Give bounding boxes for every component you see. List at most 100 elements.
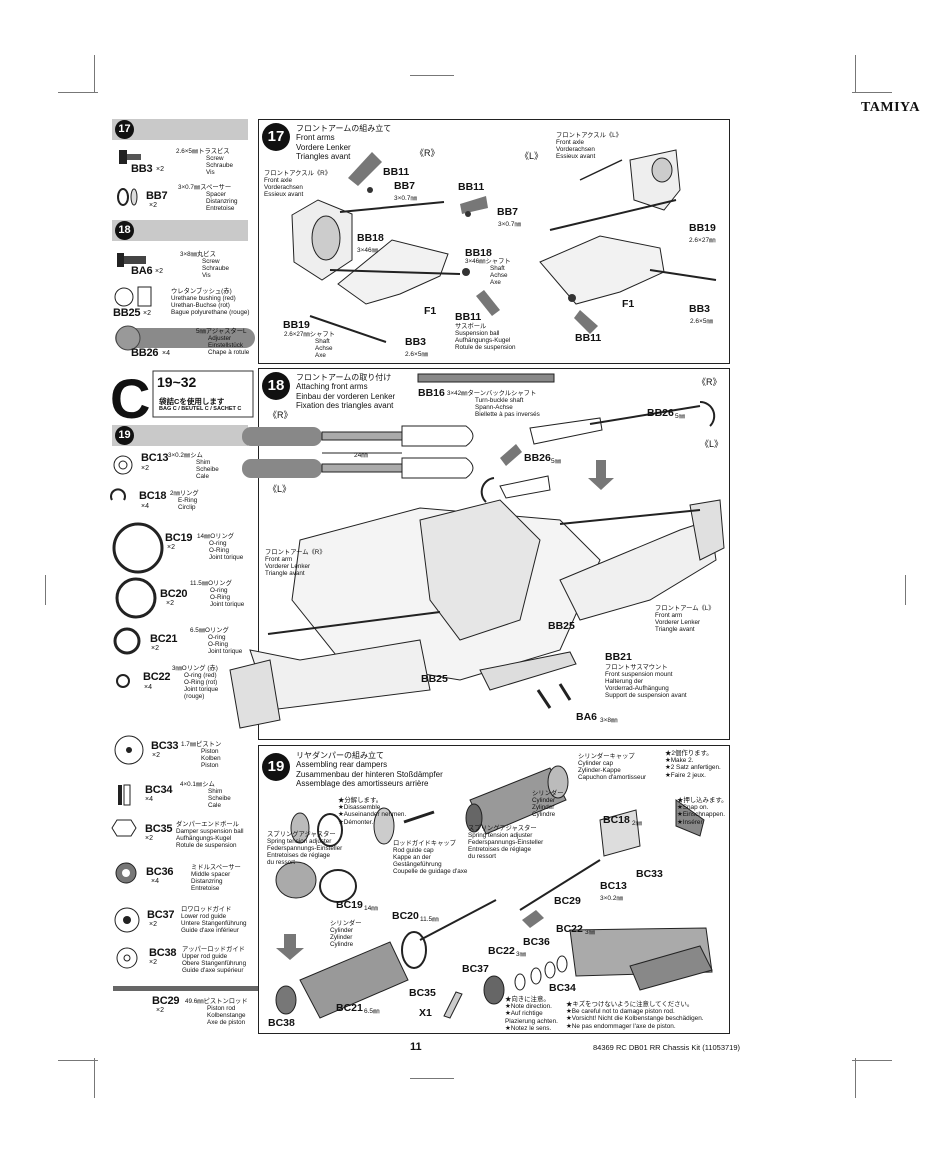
bc22-desc: 3㎜Oリング (赤)O-ring (red)O-Ring (rot)Joint … [172,665,219,700]
crop-mark [410,75,454,76]
bc13-code: BC13 [141,452,169,464]
ba6-qty: ×2 [155,268,163,275]
p19-bc19: BC19 [336,899,363,911]
p19-bc22b: BC22 [488,945,515,957]
bc33-qty: ×2 [152,752,160,759]
bag-c-en: BAG C / BEUTEL C / SACHET C [159,406,242,412]
crop-mark [94,1058,95,1098]
bc34-qty: ×4 [145,796,153,803]
p19-bc13: BC13 [600,880,627,892]
p17-bb19-b: BB19 [689,222,716,234]
p19-x1: X1 [419,1007,432,1019]
panel-18-badge: 18 [262,372,290,400]
bc35-qty: ×2 [145,835,153,842]
bc19-code: BC19 [165,532,193,544]
bc21-code: BC21 [150,633,178,645]
svg-text:C: C [110,367,150,430]
bb25-code: BB25 [113,307,141,319]
bc22-code: BC22 [143,671,171,683]
bc21-qty: ×2 [151,645,159,652]
crop-mark [855,55,856,93]
step-19-header [112,425,248,446]
p18-bb26-b: BB26 [524,452,551,464]
ba6-code: BA6 [131,265,153,277]
bc34-code: BC34 [145,784,173,796]
p19-snap: ★押し込みます。★Snap on.★Einschnappen.★Insérer. [677,797,728,826]
bc37-qty: ×2 [149,921,157,928]
p19-careful: ★キズをつけないように注意してください。★Be careful not to d… [566,1001,704,1030]
p17-bb3-b-dim: 2.6×5㎜ [690,318,713,325]
crop-mark [905,575,906,605]
p18-bb26-b-dim: 5㎜ [551,458,562,465]
crop-mark [58,1060,98,1061]
p18-dim-24: 24㎜ [354,452,368,459]
bb7-qty: ×2 [149,202,157,209]
bc22-qty: ×4 [144,684,152,691]
p18-ba6-code: BA6 [576,711,598,723]
p19-bc35: BC35 [409,987,436,999]
bb25-desc: ウレタンブッシュ(赤)Urethane bushing (red)Urethan… [171,288,250,316]
step-17-header [112,119,248,140]
bc18-code: BC18 [139,490,167,502]
bag-c-jp: 袋詰Cを使用します [159,397,225,406]
bc20-code: BC20 [160,588,188,600]
brand-logo: TAMIYA [860,100,920,115]
bb25-qty: ×2 [143,310,151,317]
p18-bb26-a: BB26 [647,407,674,419]
bag-c-range: 19~32 [157,374,197,390]
p17-bb19-b-dim: 2.6×27㎜ [689,237,716,244]
p18-r-mark-b: 《R》 [268,410,293,420]
p19-bc18: BC18 [603,814,630,826]
p18-l-mark-a: 《L》 [700,439,724,449]
bb3-qty: ×2 [156,166,164,173]
p19-bc38: BC38 [268,1017,295,1029]
crop-mark [410,1078,454,1079]
crop-mark [45,575,46,605]
p17-bb18-a-dim: 3×46㎜ [357,247,379,254]
p17-bb18-a: BB18 [357,232,384,244]
crop-mark [852,92,892,93]
step-18-badge: 18 [115,221,134,240]
p17-bb19-a: BB19 [283,319,310,331]
bb7-code: BB7 [146,190,168,202]
p19-bc33: BC33 [636,868,663,880]
bc29-qty: ×2 [156,1007,164,1014]
p18-bb25-b: BB25 [421,673,448,685]
bc19-qty: ×2 [167,544,175,551]
p17-bb18-b: BB18 [465,247,492,259]
p17-bb7-a-dim: 3×0.7㎜ [394,195,417,202]
p19-bc29: BC29 [554,895,581,907]
p18-bb26-a-dim: 5㎜ [675,413,686,420]
step-19-badge: 19 [115,426,134,445]
bc20-qty: ×2 [166,600,174,607]
bc18-qty: ×4 [141,503,149,510]
bc29-code: BC29 [152,995,180,1007]
p19-make-2: ★2個作ります。★Make 2.★2 Satz anfertigen.★Fair… [665,750,721,779]
bc37-code: BC37 [147,909,175,921]
bb26-code: BB26 [131,347,159,359]
p17-bb3-a-dim: 2.6×5㎜ [405,351,428,358]
crop-mark [94,55,95,93]
